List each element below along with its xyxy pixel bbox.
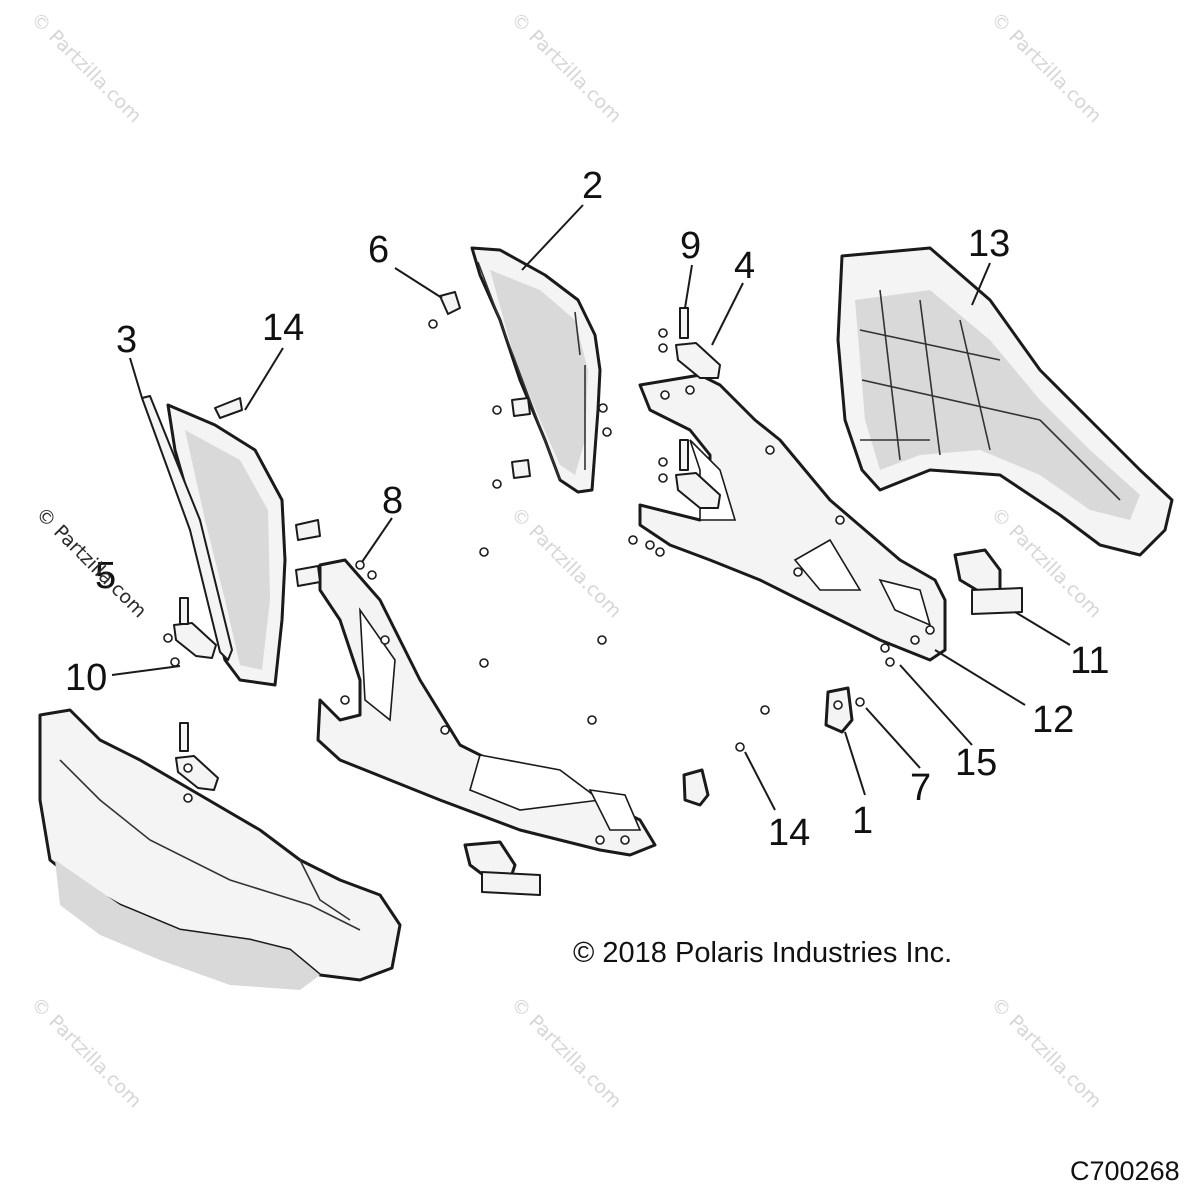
hinge-pins [179, 307, 689, 752]
callout-15: 15 [955, 742, 997, 784]
watermark: © Partzilla.com [506, 8, 625, 127]
watermark: © Partzilla.com [986, 8, 1105, 127]
diagram-code: C700268 [1070, 1156, 1180, 1186]
fasteners [163, 319, 895, 803]
leader-14-upper [244, 347, 284, 411]
callout-6: 6 [368, 229, 389, 271]
hinge-bracket-front-upper [173, 622, 217, 659]
callout-1: 1 [852, 800, 873, 842]
watermark: © Partzilla.com [26, 993, 145, 1112]
leader-3 [129, 357, 143, 399]
callout-5: 5 [95, 555, 116, 597]
callout-3: 3 [116, 319, 137, 361]
callout-11: 11 [1070, 640, 1109, 682]
callout-9: 9 [680, 225, 701, 267]
leader-2 [521, 204, 584, 271]
leader-4 [711, 282, 744, 346]
leader-15 [899, 664, 973, 746]
front-door-side-panel [141, 395, 287, 687]
door-latch-left [463, 840, 541, 896]
striker-plate [824, 686, 854, 734]
leader-12 [934, 649, 1026, 706]
callout-7: 7 [910, 767, 931, 809]
watermark: © Partzilla.com [26, 8, 145, 127]
hinge-bracket-lower [675, 472, 721, 509]
copyright-notice: © 2018 Polaris Industries Inc. [573, 937, 952, 969]
callout-8: 8 [382, 480, 403, 522]
callout-14-upper: 14 [262, 307, 304, 349]
callout-4: 4 [734, 245, 755, 287]
leader-9 [684, 264, 693, 309]
striker-plate-front [682, 768, 710, 807]
leader-11 [1014, 611, 1071, 646]
callout-2: 2 [582, 165, 603, 207]
leader-6 [394, 267, 443, 299]
leader-lines [111, 204, 1071, 811]
front-lower-panel [38, 708, 402, 990]
door-latch-right [953, 548, 1023, 615]
leader-10 [111, 665, 181, 676]
watermark: © Partzilla.com [506, 993, 625, 1112]
leader-7 [865, 707, 921, 769]
callout-14-lower: 14 [768, 812, 810, 854]
leader-13 [971, 262, 991, 306]
leader-1 [844, 731, 866, 796]
callout-labels: 1 2 3 4 5 6 7 8 9 10 11 12 13 14 14 15 [65, 165, 1109, 854]
front-frame [316, 558, 657, 857]
watermark: © Partzilla.com [986, 993, 1105, 1112]
upper-door-panel [470, 246, 602, 494]
callout-12: 12 [1032, 699, 1074, 741]
callout-10: 10 [65, 657, 107, 699]
door-clips [214, 291, 531, 587]
watermark-overlay: © Partzilla.com [31, 503, 150, 622]
callout-13: 13 [968, 223, 1010, 265]
watermark: © Partzilla.com [506, 503, 625, 622]
rear-door-panel [836, 246, 1174, 557]
leader-14-lower [744, 751, 776, 811]
leader-8 [361, 517, 393, 563]
hinge-bracket-upper [675, 342, 721, 379]
